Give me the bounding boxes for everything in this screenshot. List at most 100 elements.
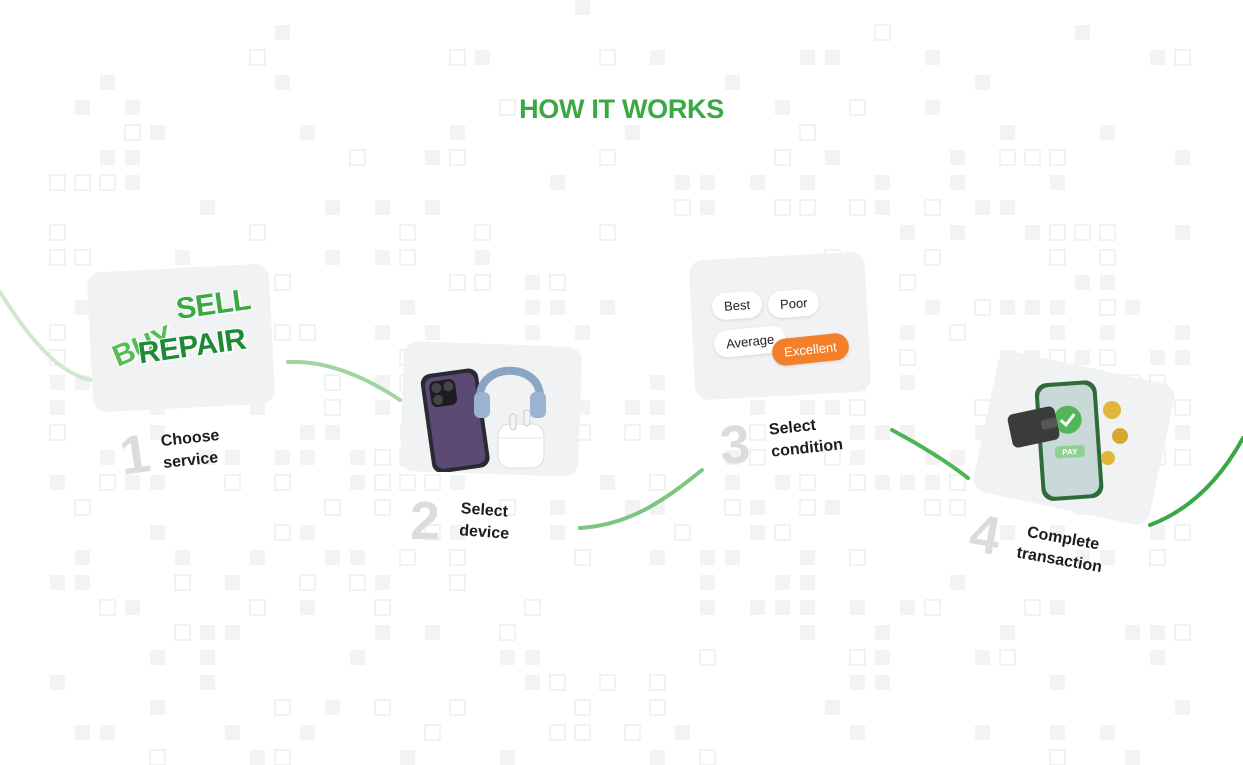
grid-square <box>375 325 390 340</box>
grid-square <box>375 575 390 590</box>
grid-square <box>125 150 140 165</box>
grid-square <box>749 449 766 466</box>
grid-square <box>975 75 990 90</box>
grid-square <box>324 499 341 516</box>
grid-square <box>700 575 715 590</box>
grid-square <box>499 624 516 641</box>
grid-square <box>275 75 290 90</box>
grid-square <box>249 49 266 66</box>
grid-square <box>425 200 440 215</box>
grid-square <box>125 175 140 190</box>
grid-square <box>249 599 266 616</box>
grid-square <box>524 599 541 616</box>
grid-square <box>125 600 140 615</box>
grid-square <box>250 550 265 565</box>
grid-square <box>675 175 690 190</box>
grid-square <box>99 174 116 191</box>
step-number: 2 <box>410 491 441 551</box>
grid-square <box>325 700 340 715</box>
grid-square <box>250 750 265 765</box>
grid-square <box>800 600 815 615</box>
grid-square <box>299 324 316 341</box>
grid-square <box>274 699 291 716</box>
grid-square <box>1099 299 1116 316</box>
grid-square <box>475 50 490 65</box>
grid-square <box>525 300 540 315</box>
grid-square <box>1049 749 1066 765</box>
grid-square <box>300 125 315 140</box>
grid-square <box>1100 325 1115 340</box>
grid-square <box>850 425 865 440</box>
grid-square <box>149 749 166 765</box>
grid-square <box>750 600 765 615</box>
grid-square <box>475 250 490 265</box>
grid-square <box>900 225 915 240</box>
step-label: Select device <box>459 498 512 545</box>
grid-square <box>49 249 66 266</box>
grid-square <box>875 200 890 215</box>
grid-square <box>1099 224 1116 241</box>
grid-square <box>1025 225 1040 240</box>
grid-square <box>550 525 565 540</box>
grid-square <box>1150 350 1165 365</box>
grid-square <box>774 524 791 541</box>
grid-square <box>550 175 565 190</box>
grid-square <box>949 474 966 491</box>
grid-square <box>399 224 416 241</box>
grid-square <box>825 500 840 515</box>
grid-square <box>674 524 691 541</box>
grid-square <box>75 575 90 590</box>
grid-square <box>725 75 740 90</box>
grid-square <box>800 575 815 590</box>
grid-square <box>300 725 315 740</box>
grid-square <box>75 300 90 315</box>
grid-square <box>1049 249 1066 266</box>
condition-best: Best <box>711 290 763 321</box>
grid-square <box>850 675 865 690</box>
grid-square <box>924 249 941 266</box>
grid-square <box>374 449 391 466</box>
grid-square <box>1050 325 1065 340</box>
grid-square <box>774 149 791 166</box>
grid-square <box>49 174 66 191</box>
grid-square <box>975 725 990 740</box>
grid-square <box>200 675 215 690</box>
grid-square <box>125 475 140 490</box>
grid-square <box>675 725 690 740</box>
grid-square <box>1050 525 1065 540</box>
grid-square <box>599 224 616 241</box>
grid-square <box>625 500 640 515</box>
grid-square <box>650 400 665 415</box>
curve-segment-1 <box>0 290 94 382</box>
grid-square <box>325 200 340 215</box>
grid-square <box>74 174 91 191</box>
grid-square <box>1174 624 1191 641</box>
grid-square <box>74 499 91 516</box>
grid-square <box>849 199 866 216</box>
grid-square <box>1175 700 1190 715</box>
grid-square <box>525 675 540 690</box>
grid-square <box>1075 25 1090 40</box>
grid-square <box>200 450 215 465</box>
grid-square <box>725 475 740 490</box>
grid-square <box>775 475 790 490</box>
grid-square <box>624 724 641 741</box>
grid-square <box>1050 725 1065 740</box>
grid-square <box>999 649 1016 666</box>
grid-square <box>875 175 890 190</box>
grid-square <box>599 674 616 691</box>
grid-square <box>550 300 565 315</box>
grid-square <box>1025 300 1040 315</box>
grid-square <box>1050 600 1065 615</box>
grid-square <box>1099 349 1116 366</box>
grid-square <box>1000 300 1015 315</box>
grid-square <box>650 50 665 65</box>
grid-square <box>924 599 941 616</box>
grid-square <box>375 250 390 265</box>
grid-square <box>625 125 640 140</box>
grid-square <box>849 474 866 491</box>
grid-square <box>1000 125 1015 140</box>
grid-square <box>849 99 866 116</box>
grid-square <box>74 249 91 266</box>
